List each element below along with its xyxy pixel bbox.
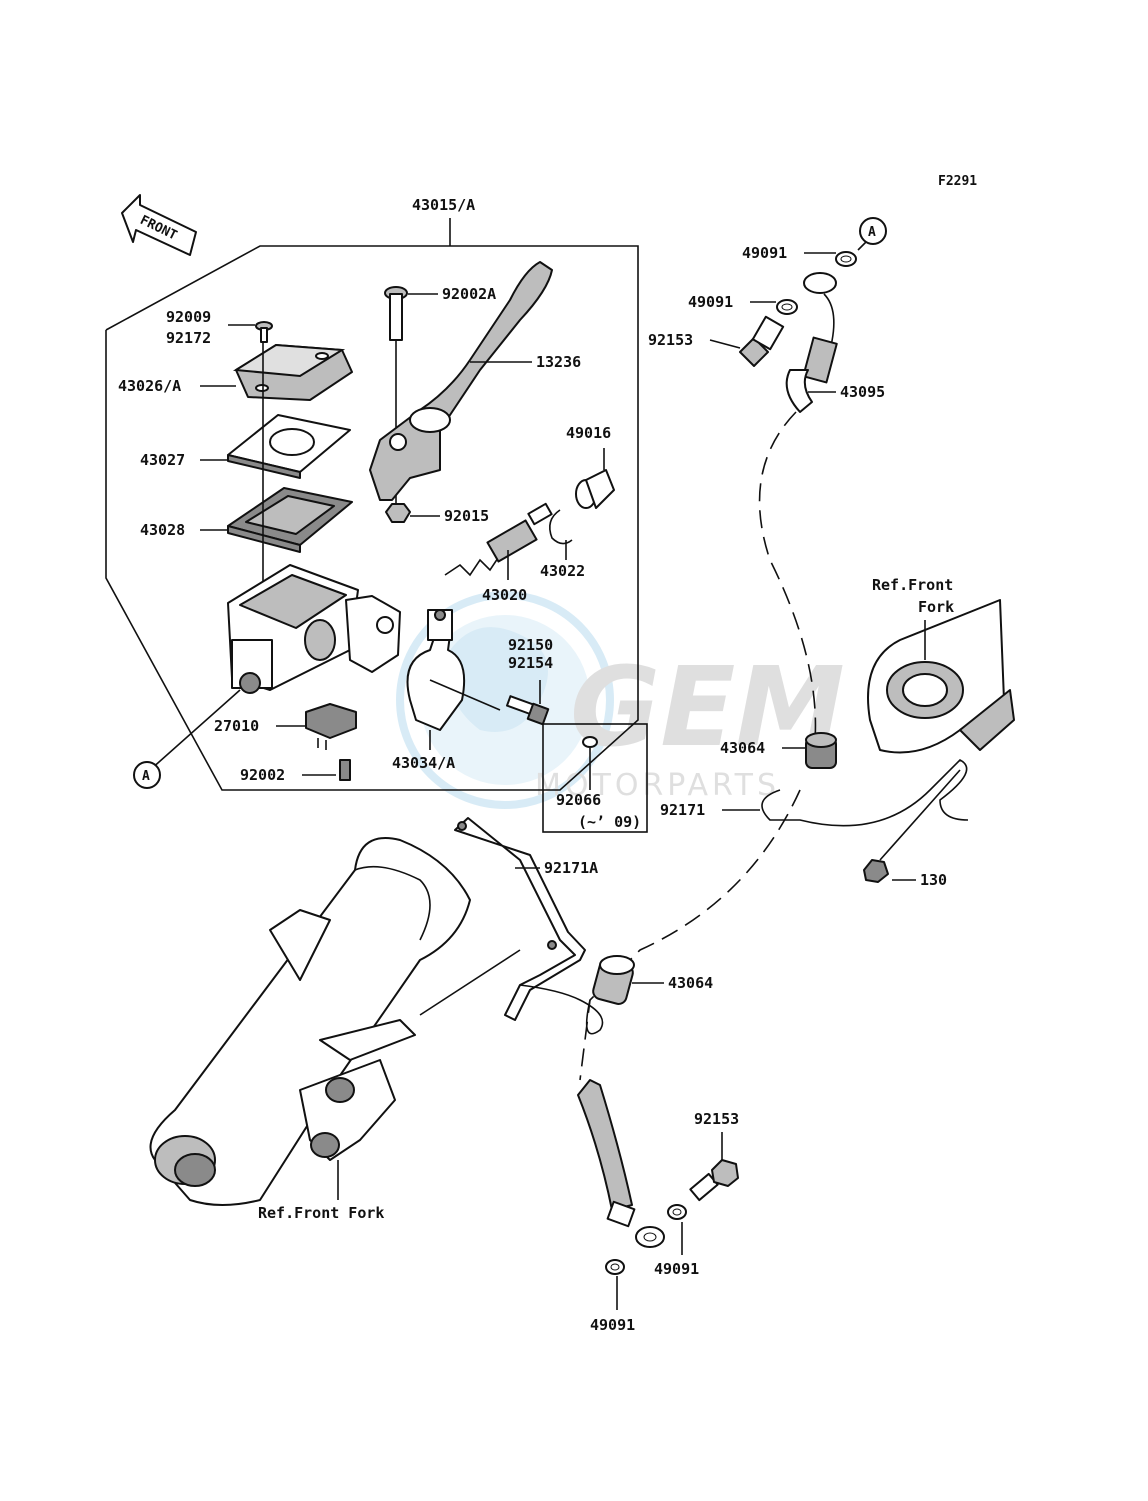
callout-43028: 43028 (140, 521, 185, 539)
plate-43027 (227, 414, 351, 479)
callout-92015: 92015 (444, 507, 489, 525)
callout-43022: 43022 (540, 562, 585, 580)
screw-92002 (339, 759, 351, 781)
brake-hose-43095 (785, 272, 838, 413)
callout-130: 130 (920, 871, 947, 889)
bracket-92171A (454, 817, 586, 1021)
clamp-bolt-92150 (506, 695, 550, 726)
inset-box-92066: 92066 (~’ 09) (542, 723, 648, 833)
svg-text:A: A (142, 769, 150, 784)
grommet-43064-upper (805, 732, 837, 769)
front-arrow-icon: FRONT (121, 194, 197, 256)
callout-49091-lower-left: 49091 (590, 1316, 635, 1334)
callout-92171A: 92171A (544, 859, 598, 877)
diaphragm-43028 (227, 487, 353, 553)
hose-route-lower (579, 789, 801, 1081)
callout-92172: 92172 (166, 329, 211, 347)
ref-a-marker-right: A (859, 217, 887, 245)
boot-49016 (575, 469, 615, 509)
callout-ref-fork-right-1: Ref.Front (872, 576, 953, 594)
nut-92015 (385, 503, 411, 523)
switch-27010 (305, 703, 357, 750)
assembly-outline (105, 245, 639, 791)
washer-49091-lower-left (605, 1259, 625, 1275)
grommet-43064-lower (592, 955, 635, 1005)
callout-13236: 13236 (536, 353, 581, 371)
clamp-43034A (406, 609, 501, 731)
svg-text:A: A (868, 225, 876, 240)
callout-ref-fork-right-2: Fork (918, 598, 954, 616)
clip-lower (519, 984, 604, 1035)
callout-49091-mid: 49091 (688, 293, 733, 311)
washer-49091-lower-right (667, 1204, 687, 1220)
banjo-bolt-92153-top (739, 315, 785, 367)
pivot-bolt-92002A (384, 286, 408, 341)
callout-43095: 43095 (840, 383, 885, 401)
watermark-sub: MOTORPARTS (535, 768, 780, 803)
callout-92066: 92066 (556, 791, 601, 809)
callout-92002: 92002 (240, 766, 285, 784)
watermark-brand: GEM (570, 643, 845, 771)
callout-92002A: 92002A (442, 285, 496, 303)
piston-43020 (444, 502, 553, 577)
washer-49091-mid (776, 299, 798, 315)
reservoir-cap-43026 (232, 343, 353, 401)
callout-43027: 43027 (140, 451, 185, 469)
callout-92154: 92154 (508, 654, 553, 672)
callout-49091-top: 49091 (742, 244, 787, 262)
front-fork-top-right (867, 599, 1015, 754)
callout-92171: 92171 (660, 801, 705, 819)
callout-49091-lower-right: 49091 (654, 1260, 699, 1278)
callout-92009: 92009 (166, 308, 211, 326)
watermark: GEM MOTORPARTS (396, 591, 845, 809)
callout-43064-upper: 43064 (720, 739, 765, 757)
callout-92153-top: 92153 (648, 331, 693, 349)
screw-92009 (255, 321, 273, 343)
callout-27010: 27010 (214, 717, 259, 735)
ref-a-marker: A (133, 761, 161, 789)
callout-ref-fork-left: Ref.Front Fork (258, 1204, 384, 1222)
banjo-bolt-92153-lower (689, 1159, 739, 1202)
bolt-130 (863, 859, 889, 883)
master-cylinder-body (227, 564, 401, 694)
callout-43015A: 43015/A (412, 196, 475, 214)
callout-49016: 49016 (566, 424, 611, 442)
brake-lever-13236 (369, 261, 553, 501)
callout-92153-lower: 92153 (694, 1110, 739, 1128)
callout-92150: 92150 (508, 636, 553, 654)
figure-code: F2291 (938, 174, 977, 189)
callout-43064-lower: 43064 (668, 974, 713, 992)
callout-92066-note: (~’ 09) (578, 813, 641, 831)
brake-hose-lower (577, 1079, 665, 1248)
callout-43020: 43020 (482, 586, 527, 604)
front-fork-lower-left (149, 837, 521, 1206)
circlip-43022 (549, 509, 573, 545)
callout-43026A: 43026/A (118, 377, 181, 395)
hose-clamp-92171 (761, 759, 969, 827)
callout-43034A: 43034/A (392, 754, 455, 772)
washer-49091-top (835, 251, 857, 267)
